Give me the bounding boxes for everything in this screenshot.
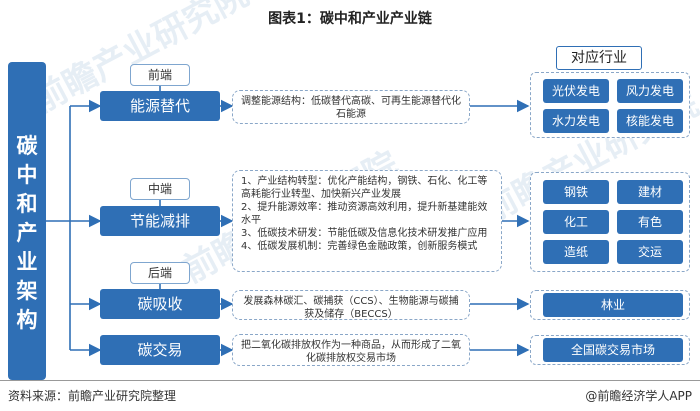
industry-tile: 水力发电 (543, 109, 609, 133)
industry-tile: 造纸 (543, 240, 609, 264)
industry-tile: 风力发电 (617, 79, 683, 103)
footer-divider (0, 380, 700, 381)
industry-tile: 有色 (617, 210, 683, 234)
carbon-trading-description: 把二氧化碳排放权作为一种商品，从而形成了二氧化碳排放权交易市场 (232, 334, 470, 366)
position-back: 后端 (130, 262, 190, 284)
industry-tile: 核能发电 (617, 109, 683, 133)
energy-substitution-node: 能源替代 (100, 91, 220, 121)
carbon-trading-node: 碳交易 (100, 335, 220, 365)
industry-tile: 化工 (543, 210, 609, 234)
brand-credit: @前瞻经济学人APP (585, 389, 692, 403)
industry-tile: 林业 (543, 293, 683, 317)
industry-tile: 光伏发电 (543, 79, 609, 103)
energy-saving-node: 节能减排 (100, 206, 220, 236)
industry-tile: 钢铁 (543, 180, 609, 204)
position-middle: 中端 (130, 178, 190, 200)
diagram-title: 图表1：碳中和产业产业链 (268, 11, 432, 27)
industry-header: 对应行业 (556, 46, 642, 70)
position-front: 前端 (130, 64, 190, 86)
carbon-neutral-architecture-label: 碳中和产业架构 (8, 62, 46, 380)
source-note: 资料来源：前瞻产业研究院整理 (8, 389, 177, 403)
energy-substitution-description: 调整能源结构：低碳替代高碳、可再生能源替代化石能源 (232, 90, 470, 124)
industry-tile: 建材 (617, 180, 683, 204)
carbon-absorption-node: 碳吸收 (100, 289, 220, 319)
energy-saving-description: 1、产业结构转型：优化产能结构，钢铁、石化、化工等高耗能行业转型、加快新兴产业发… (232, 170, 502, 272)
carbon-absorption-description: 发展森林碳汇、碳捕获（CCS）、生物能源与碳捕获及储存（BECCS） (232, 290, 470, 320)
industry-tile: 全国碳交易市场 (543, 338, 683, 362)
industry-tile: 交运 (617, 240, 683, 264)
